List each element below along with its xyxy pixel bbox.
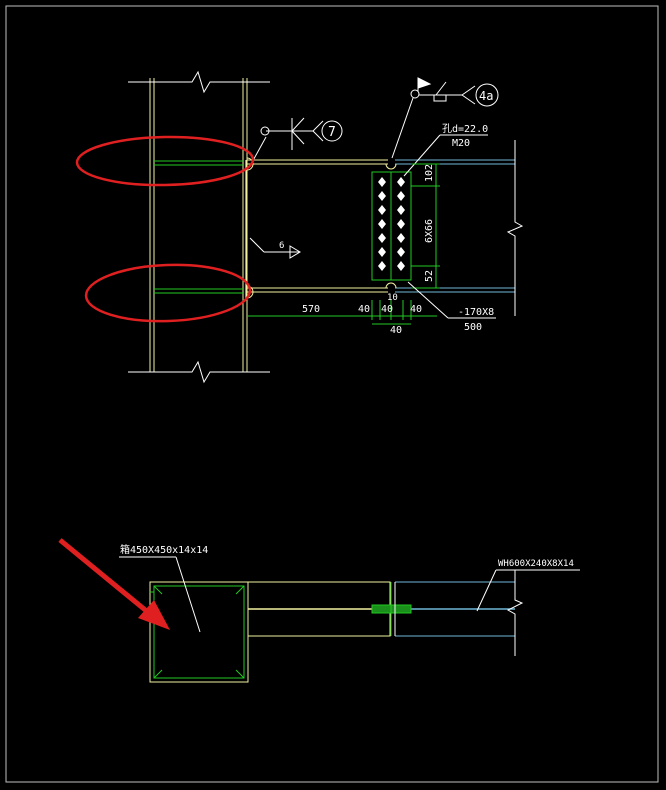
column-section-label: 箱450X450x14x14 <box>120 543 208 556</box>
bolt <box>397 205 405 215</box>
highlight-ellipse-bottom <box>84 263 252 323</box>
bolt <box>378 233 386 243</box>
bolt <box>378 261 386 271</box>
bolt <box>397 191 405 201</box>
weld-symbol-7-label: 7 <box>328 125 336 140</box>
dim-570: 570 <box>302 304 320 315</box>
bolt <box>378 219 386 229</box>
dim-102: 102 <box>424 164 435 182</box>
dim-52: 52 <box>424 270 435 282</box>
column-plan <box>149 581 249 683</box>
vertical-dimension-chain <box>411 163 440 289</box>
beam-stub-flanges <box>247 159 388 293</box>
plate-label: -170X8 <box>458 307 494 318</box>
drawing-frame <box>5 5 659 783</box>
beam-break-line <box>506 140 524 316</box>
bolt <box>397 177 405 187</box>
weld-symbol-4a-label: 4a <box>479 89 493 103</box>
red-arrow-annotation <box>58 538 170 630</box>
break-line-bottom <box>128 360 270 384</box>
beam-plan <box>395 581 515 637</box>
dim-500: 500 <box>464 322 482 333</box>
section-marker-label: 6 <box>279 241 284 251</box>
weld-symbol-4a <box>391 77 499 159</box>
dim-40-a: 40 <box>358 304 370 315</box>
flange-arc-top <box>385 163 397 170</box>
bolt <box>397 247 405 257</box>
plate-leader <box>407 281 496 319</box>
column-section-leader <box>119 556 201 633</box>
dim-40-c: 40 <box>410 304 422 315</box>
dim-40-d: 40 <box>390 325 402 336</box>
flange-arc-bottom <box>385 282 397 289</box>
splice-plan <box>371 582 412 636</box>
bolt <box>378 191 386 201</box>
section-marker <box>249 237 301 259</box>
column-elevation <box>149 78 248 372</box>
bolt-group <box>378 177 405 271</box>
beam-section-label: WH600X240X8X14 <box>498 559 574 569</box>
plan-beam-break-line <box>506 570 524 656</box>
break-line-top <box>128 70 270 94</box>
bolt <box>378 205 386 215</box>
dim-6x66: 6X66 <box>424 219 435 243</box>
bolt <box>378 247 386 257</box>
highlight-ellipse-top <box>75 135 255 187</box>
bolt <box>397 233 405 243</box>
beam-section-leader <box>476 569 580 612</box>
bolt <box>397 261 405 271</box>
dim-40-b: 40 <box>381 304 393 315</box>
bolt <box>397 219 405 229</box>
weld-symbol-7 <box>249 117 343 167</box>
stiffener-plate-top <box>154 160 243 166</box>
stiffener-plate-bottom <box>154 288 243 294</box>
bolt <box>378 177 386 187</box>
horizontal-dimension-chain <box>247 300 437 325</box>
hole-leader <box>403 134 488 177</box>
connected-beam-flanges <box>395 159 515 293</box>
bolt-label: M20 <box>452 138 470 149</box>
dim-10: 10 <box>387 293 398 303</box>
beam-stub-plan <box>247 581 391 637</box>
hole-label: 孔d=22.0 <box>442 123 488 135</box>
